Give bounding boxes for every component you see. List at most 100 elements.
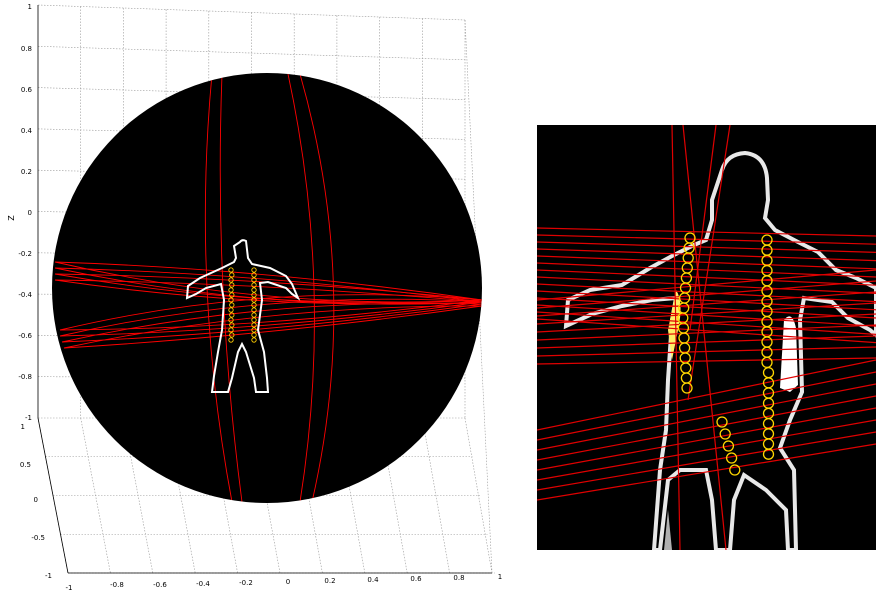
closeup-marker (762, 448, 775, 460)
z-tick-label: 0 (28, 209, 32, 217)
projected-line (537, 234, 876, 245)
projected-line (687, 125, 731, 401)
projected-line (537, 302, 876, 325)
great-circle (61, 302, 482, 343)
z-tick-label: -0.8 (18, 373, 32, 381)
z-tick-label: -0.6 (18, 332, 32, 340)
projected-line (537, 419, 876, 481)
spine-marker (251, 322, 257, 328)
z-tick-label: -0.4 (18, 291, 32, 299)
x-tick-labels: -1 -0.8 -0.6 -0.4 -0.2 0 0.2 0.4 0.6 0.8… (66, 573, 503, 592)
spine-marker (229, 332, 235, 338)
projected-line (537, 280, 876, 309)
projected-line (537, 227, 876, 237)
spine-marker (229, 272, 235, 278)
projected-line (537, 291, 876, 317)
projected-line (537, 248, 876, 262)
spine-marker (251, 307, 257, 313)
y-tick-label: 0.5 (20, 461, 31, 469)
great-circle (299, 73, 335, 503)
projected-line (689, 125, 717, 331)
spine-marker (251, 327, 257, 333)
y-tick-label: 0 (34, 496, 38, 504)
z-axis-label: Z (7, 215, 16, 221)
spine-marker (251, 332, 257, 338)
spine-marker (229, 322, 235, 328)
spine-marker (251, 272, 257, 278)
grid-line (37, 46, 466, 61)
z-tick-label: -0.2 (18, 250, 32, 258)
great-circle (59, 301, 482, 337)
projected-line (537, 443, 876, 501)
projected-line (537, 283, 876, 303)
spine-marker (251, 302, 257, 308)
y-tick-labels: 1 0.5 0 -0.5 -1 (20, 423, 52, 580)
grid-line (165, 417, 196, 574)
projected-line (537, 269, 876, 301)
grid-line (422, 417, 450, 574)
projected-line (537, 335, 876, 349)
closeup-marker (729, 464, 741, 476)
spine-marker (251, 312, 257, 318)
spine-marker (228, 327, 234, 333)
projected-line (537, 304, 876, 327)
closeup-marker (719, 428, 731, 440)
great-circle (287, 73, 315, 503)
spine-marker (251, 267, 257, 273)
y-tick-label: 1 (21, 423, 25, 431)
closeup-spine-markers (677, 232, 775, 476)
projected-line (537, 383, 876, 451)
silhouette-outline (185, 239, 301, 393)
projected-line (537, 255, 876, 270)
spine-marker (228, 297, 234, 303)
closeup-marker (722, 440, 735, 452)
great-circle (63, 305, 482, 349)
great-circle (54, 273, 482, 303)
x-tick-label: 0 (286, 578, 290, 586)
closeup-marker (716, 416, 728, 428)
spine-marker (228, 287, 234, 293)
sphere (52, 73, 482, 503)
projected-line (671, 125, 681, 550)
projected-line (537, 431, 876, 491)
spine-marker (228, 317, 234, 323)
y-tick-label: -1 (45, 572, 52, 580)
spine-marker (228, 277, 234, 283)
x-tick-label: -0.6 (153, 581, 167, 589)
z-tick-label: 0.4 (21, 127, 33, 135)
grid-line (464, 417, 493, 574)
spine-marker (251, 317, 257, 323)
great-circle (219, 73, 243, 503)
great-circle (54, 279, 482, 303)
projected-line (537, 241, 876, 253)
projected-line (537, 318, 876, 344)
spine-marker (228, 337, 234, 343)
great-circle (54, 261, 482, 301)
x-tick-label: 1 (498, 573, 502, 581)
great-circle (59, 294, 482, 331)
closeup-marker (681, 382, 693, 394)
y-axis-line (37, 417, 69, 574)
great-circles (54, 73, 482, 503)
z-tick-label: 0.8 (21, 45, 32, 53)
sphere-silhouette (185, 239, 301, 393)
y-tick-label: -0.5 (31, 534, 45, 542)
great-circle (63, 305, 482, 349)
projected-line (537, 395, 876, 461)
x-tick-label: -0.8 (110, 581, 124, 589)
spine-marker (229, 282, 235, 288)
x-tick-label: 0.6 (410, 575, 422, 583)
x-tick-label: -0.4 (196, 580, 210, 588)
spine-marker (251, 277, 257, 283)
spine-marker (251, 292, 257, 298)
projected-line (537, 407, 876, 471)
x-tick-label: 0.2 (324, 577, 335, 585)
projected-line (537, 359, 876, 431)
projected-line (682, 125, 727, 550)
closeup-marker (725, 452, 738, 464)
spine-markers (228, 267, 257, 343)
projected-line (537, 313, 876, 333)
z-tick-label: 0.6 (21, 86, 33, 94)
projected-lines (537, 125, 876, 550)
